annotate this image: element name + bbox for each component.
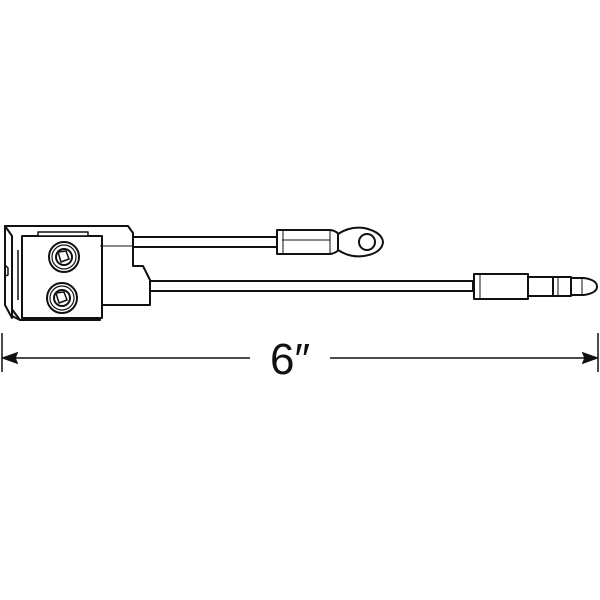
left-arrow-icon <box>0 351 19 365</box>
screw-top <box>48 241 80 273</box>
dimension-label: 6″ <box>250 330 330 390</box>
dimension-line <box>0 333 600 372</box>
right-arrow-icon <box>581 351 600 365</box>
screw-bottom <box>46 282 78 314</box>
lower-lead <box>147 273 598 300</box>
connector-housing <box>4 225 151 321</box>
upper-lead <box>132 226 384 258</box>
